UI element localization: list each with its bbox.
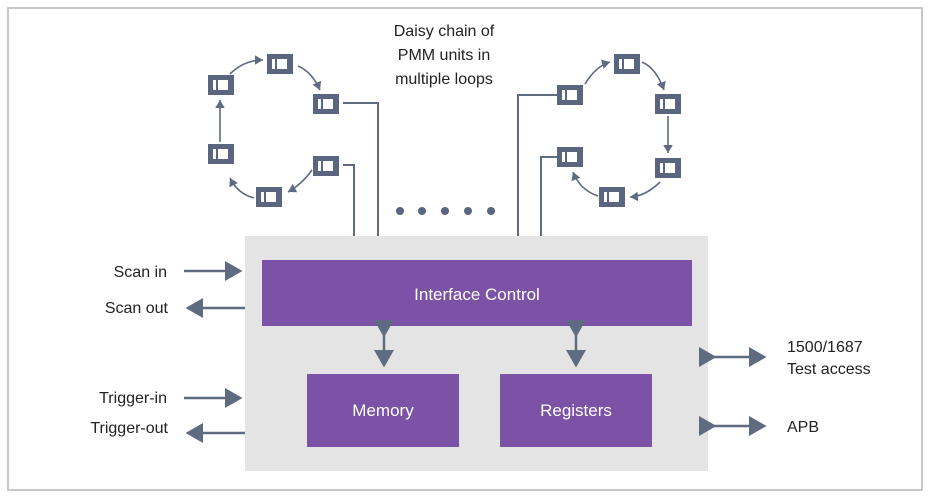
ellipsis-dots xyxy=(396,207,495,215)
trigger-out-label: Trigger-out xyxy=(90,420,168,437)
scan-out-label: Scan out xyxy=(105,300,169,317)
pmm-unit-icon xyxy=(614,54,640,74)
interface-control-block xyxy=(262,260,692,326)
diagram-frame xyxy=(7,7,923,491)
internal-bus-arrows xyxy=(374,320,586,368)
test-access-label-line-2: Test access xyxy=(787,361,871,378)
right-pmm-loop xyxy=(557,54,681,207)
pmm-unit-icon xyxy=(267,54,293,74)
scan-in-label: Scan in xyxy=(114,264,167,281)
loop-arrows xyxy=(215,55,322,199)
loop-arrows xyxy=(571,59,673,202)
pmm-unit-icon xyxy=(557,85,583,105)
pmm-unit-icon xyxy=(599,187,625,207)
pmm-unit-icon xyxy=(208,75,234,95)
interface-control-label: Interface Control xyxy=(414,285,540,304)
left-loop-connections xyxy=(343,102,379,236)
apb-label: APB xyxy=(787,419,819,436)
pmm-unit-icon xyxy=(313,94,339,114)
memory-label: Memory xyxy=(352,401,414,420)
registers-block xyxy=(500,374,652,447)
right-loop-connections xyxy=(517,94,557,236)
pmm-unit-icon xyxy=(313,156,339,176)
memory-block xyxy=(307,374,459,447)
caption-line-2: PMM units in xyxy=(398,47,490,64)
pmm-unit-icon xyxy=(655,158,681,178)
caption-line-1: Daisy chain of xyxy=(394,23,495,40)
pmm-unit-icon xyxy=(655,94,681,114)
pmm-unit-icon xyxy=(208,144,234,164)
pmm-unit-icon xyxy=(256,187,282,207)
test-access-label-line-1: 1500/1687 xyxy=(787,339,863,356)
left-pmm-loop xyxy=(208,54,339,207)
registers-label: Registers xyxy=(540,401,612,420)
trigger-in-label: Trigger-in xyxy=(99,390,167,407)
pmm-unit-icon xyxy=(557,147,583,167)
caption-line-3: multiple loops xyxy=(395,71,493,88)
